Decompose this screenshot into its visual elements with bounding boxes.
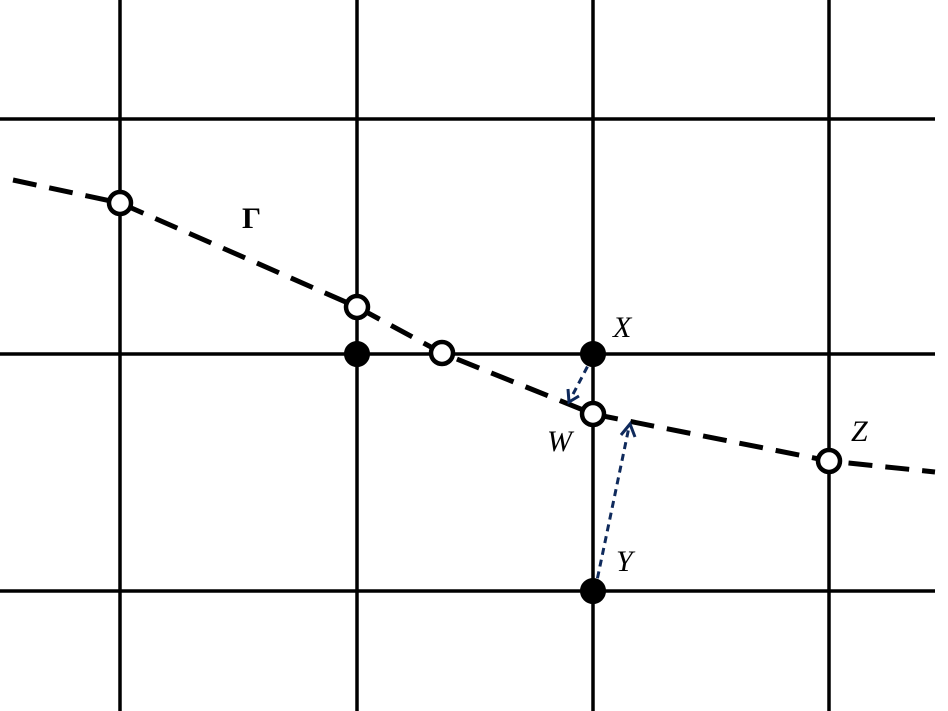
grid-point-1 (344, 341, 370, 367)
curve-point-z (815, 447, 843, 475)
arrow-y-to-curve-head (619, 421, 637, 438)
label-x: X (612, 311, 633, 344)
arrow-y-to-curve (593, 426, 631, 591)
label-w: W (547, 425, 575, 458)
curve-point-w (579, 400, 607, 428)
label-z: Z (851, 415, 868, 448)
grid-point-y (580, 578, 606, 604)
projection-arrows (566, 355, 637, 591)
curve-point-3 (428, 339, 456, 367)
curve-points (106, 189, 843, 475)
label-gamma: Γ (242, 202, 261, 235)
grid-point-x (580, 341, 606, 367)
grid-points (344, 341, 606, 604)
arrow-x-to-w (569, 355, 595, 399)
curve-point-1 (106, 189, 134, 217)
curve-gamma (12, 177, 936, 475)
curve-point-2 (343, 293, 371, 321)
arrow-x-to-w-head (566, 388, 580, 405)
label-y: Y (616, 545, 636, 578)
